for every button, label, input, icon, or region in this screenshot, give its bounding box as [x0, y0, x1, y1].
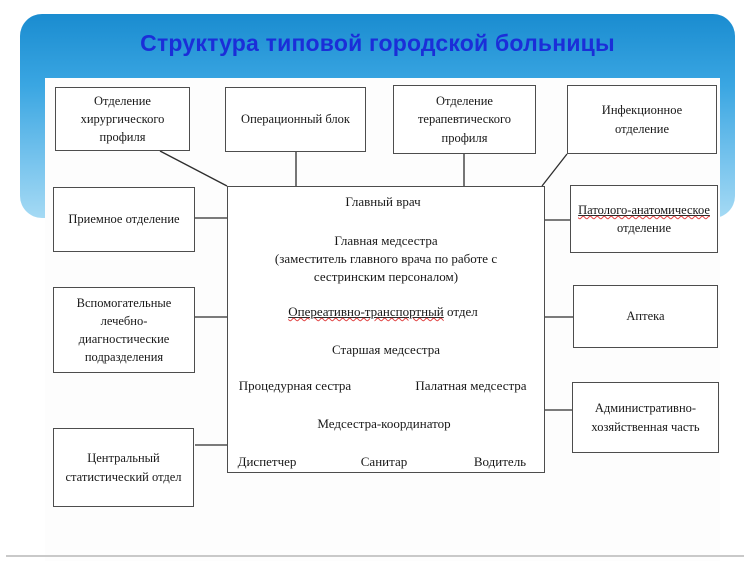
label-chief-doctor: Главный врач — [345, 194, 421, 209]
box-label: Аптека — [626, 309, 665, 324]
box-management-hierarchy — [227, 186, 545, 473]
transport-plain-text: отдел — [443, 304, 478, 319]
box-therapeutic-department: Отделение терапевтического профиля — [393, 85, 536, 154]
label-dispatcher: Диспетчер — [237, 454, 297, 469]
slide-bottom-edge — [6, 555, 744, 557]
box-operating-block: Операционный блок — [225, 87, 366, 152]
box-label: Административно-хозяйственная часть — [591, 401, 700, 434]
pathology-plain-text: отделение — [616, 221, 671, 235]
box-pathology-department: Патолого-анатомическое отделение — [570, 185, 718, 253]
slide-title: Структура типовой городской больницы — [140, 30, 615, 56]
label-driver: Водитель — [473, 454, 527, 469]
label-ward-nurse: Палатная медсестра — [415, 378, 527, 393]
box-label: Вспомогательные лечебно-диагностические … — [76, 295, 172, 365]
label-procedure-nurse: Процедурная сестра — [238, 378, 352, 393]
box-label: Приемное отделение — [68, 212, 180, 227]
box-label: Патолого-анатомическое отделение — [577, 201, 711, 237]
label-head-nurse-note-1: (заместитель главного врача по работе с — [274, 251, 498, 266]
box-pharmacy: Аптека — [573, 285, 718, 348]
box-surgical-department: Отделение хирургического профиля — [55, 87, 190, 151]
box-administrative-part: Административно-хозяйственная часть — [572, 382, 719, 453]
box-infectious-department: Инфекционное отделение — [567, 85, 717, 154]
box-label: Отделение хирургического профиля — [80, 93, 165, 145]
label-head-nurse: Главная медсестра — [334, 233, 438, 248]
box-label: Отделение терапевтического профиля — [417, 94, 512, 145]
transport-underlined-text: Опереативно-транспортный — [288, 304, 444, 319]
pathology-underlined-text: Патолого-анатомическое — [578, 202, 710, 217]
label-head-nurse-note-2: сестринским персоналом) — [313, 269, 459, 284]
box-label: Инфекционное отделение — [601, 103, 683, 136]
label-senior-nurse: Старшая медсестра — [332, 342, 440, 357]
label-transport-department: Опереативно-транспортный отдел — [288, 304, 477, 320]
box-label: Операционный блок — [241, 112, 350, 127]
box-central-statistics: Центральный статистический отдел — [53, 428, 194, 507]
label-nurse-coordinator: Медсестра-координатор — [317, 416, 451, 431]
box-auxiliary-units: Вспомогательные лечебно-диагностические … — [53, 287, 195, 373]
box-admission-department: Приемное отделение — [53, 187, 195, 252]
label-orderly: Санитар — [360, 454, 408, 469]
box-label: Центральный статистический отдел — [65, 451, 182, 484]
